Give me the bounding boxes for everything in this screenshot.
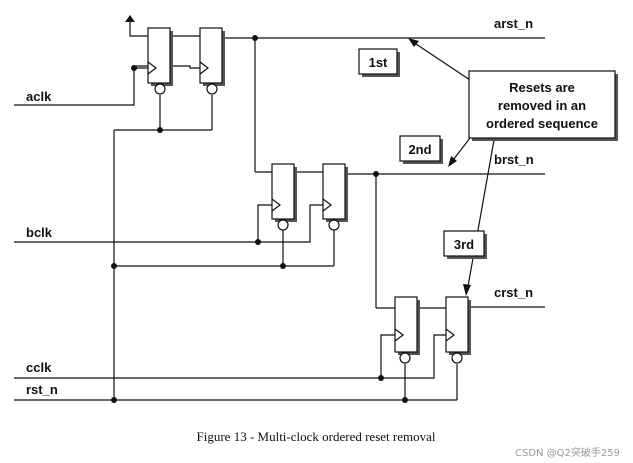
label-2nd: 2nd bbox=[408, 142, 431, 157]
label-3rd: 3rd bbox=[454, 237, 474, 252]
arrow-to-arst bbox=[409, 39, 471, 81]
junction-c1 bbox=[402, 397, 408, 403]
cclk-to-c2-wire bbox=[381, 334, 446, 379]
flip-flop-b1 bbox=[271, 163, 297, 231]
cclk-label: cclk bbox=[26, 360, 52, 375]
reset-bubble-icon bbox=[328, 219, 340, 231]
flip-flop-b2 bbox=[322, 163, 348, 231]
cclk-wire bbox=[14, 334, 395, 379]
junction-bclk bbox=[255, 239, 261, 245]
reset-bubble-icon bbox=[277, 219, 289, 231]
vcc-arrow-icon bbox=[125, 15, 135, 22]
bclk-wire bbox=[14, 204, 272, 243]
note-line-2: removed in an bbox=[498, 98, 586, 113]
brst-n-label: brst_n bbox=[494, 152, 534, 167]
aclk-label: aclk bbox=[26, 89, 52, 104]
order-label-3rd: 3rd bbox=[443, 230, 487, 259]
flip-flop-c1 bbox=[394, 296, 420, 364]
reset-bubble-icon bbox=[206, 83, 218, 95]
flip-flop-a1 bbox=[147, 27, 173, 95]
callout-arrows bbox=[408, 38, 495, 296]
flip-flop-a2 bbox=[199, 27, 225, 95]
arrowhead-icon bbox=[463, 284, 471, 296]
figure-caption: Figure 13 - Multi-clock ordered reset re… bbox=[197, 429, 436, 444]
junction-b-bus bbox=[111, 263, 117, 269]
junction-cclk bbox=[378, 375, 384, 381]
junction-a1 bbox=[157, 127, 163, 133]
junction-rst bbox=[111, 397, 117, 403]
order-label-2nd: 2nd bbox=[399, 135, 443, 164]
wires bbox=[14, 15, 545, 401]
bclk-label: bclk bbox=[26, 225, 53, 240]
note-line-3: ordered sequence bbox=[486, 116, 598, 131]
label-1st: 1st bbox=[369, 55, 388, 70]
signal-labels: arst_n brst_n crst_n aclk bclk cclk rst_… bbox=[26, 16, 534, 397]
flip-flops bbox=[147, 27, 471, 364]
reset-bubble-icon bbox=[154, 83, 166, 95]
junction-brst bbox=[373, 171, 379, 177]
junction-b1 bbox=[280, 263, 286, 269]
note-box: Resets are removed in an ordered sequenc… bbox=[468, 70, 618, 141]
arrowhead-icon bbox=[448, 156, 457, 167]
order-label-1st: 1st bbox=[358, 48, 400, 77]
junction-aclk bbox=[131, 65, 137, 71]
note-line-1: Resets are bbox=[509, 80, 575, 95]
watermark: CSDN @Q2突破手259 bbox=[515, 446, 620, 459]
rst-n-label: rst_n bbox=[26, 382, 58, 397]
arst-n-label: arst_n bbox=[494, 16, 533, 31]
bclk-to-b2-wire bbox=[258, 204, 323, 243]
junction-arst bbox=[252, 35, 258, 41]
reset-bubble-icon bbox=[399, 352, 411, 364]
reset-bubble-icon bbox=[451, 352, 463, 364]
crst-n-label: crst_n bbox=[494, 285, 533, 300]
arrow-to-crst bbox=[466, 139, 495, 293]
aclk-wire bbox=[14, 67, 148, 106]
junctions bbox=[111, 35, 408, 403]
flip-flop-c2 bbox=[445, 296, 471, 364]
tie-high-wire bbox=[129, 22, 148, 37]
arrowhead-icon bbox=[408, 38, 419, 47]
